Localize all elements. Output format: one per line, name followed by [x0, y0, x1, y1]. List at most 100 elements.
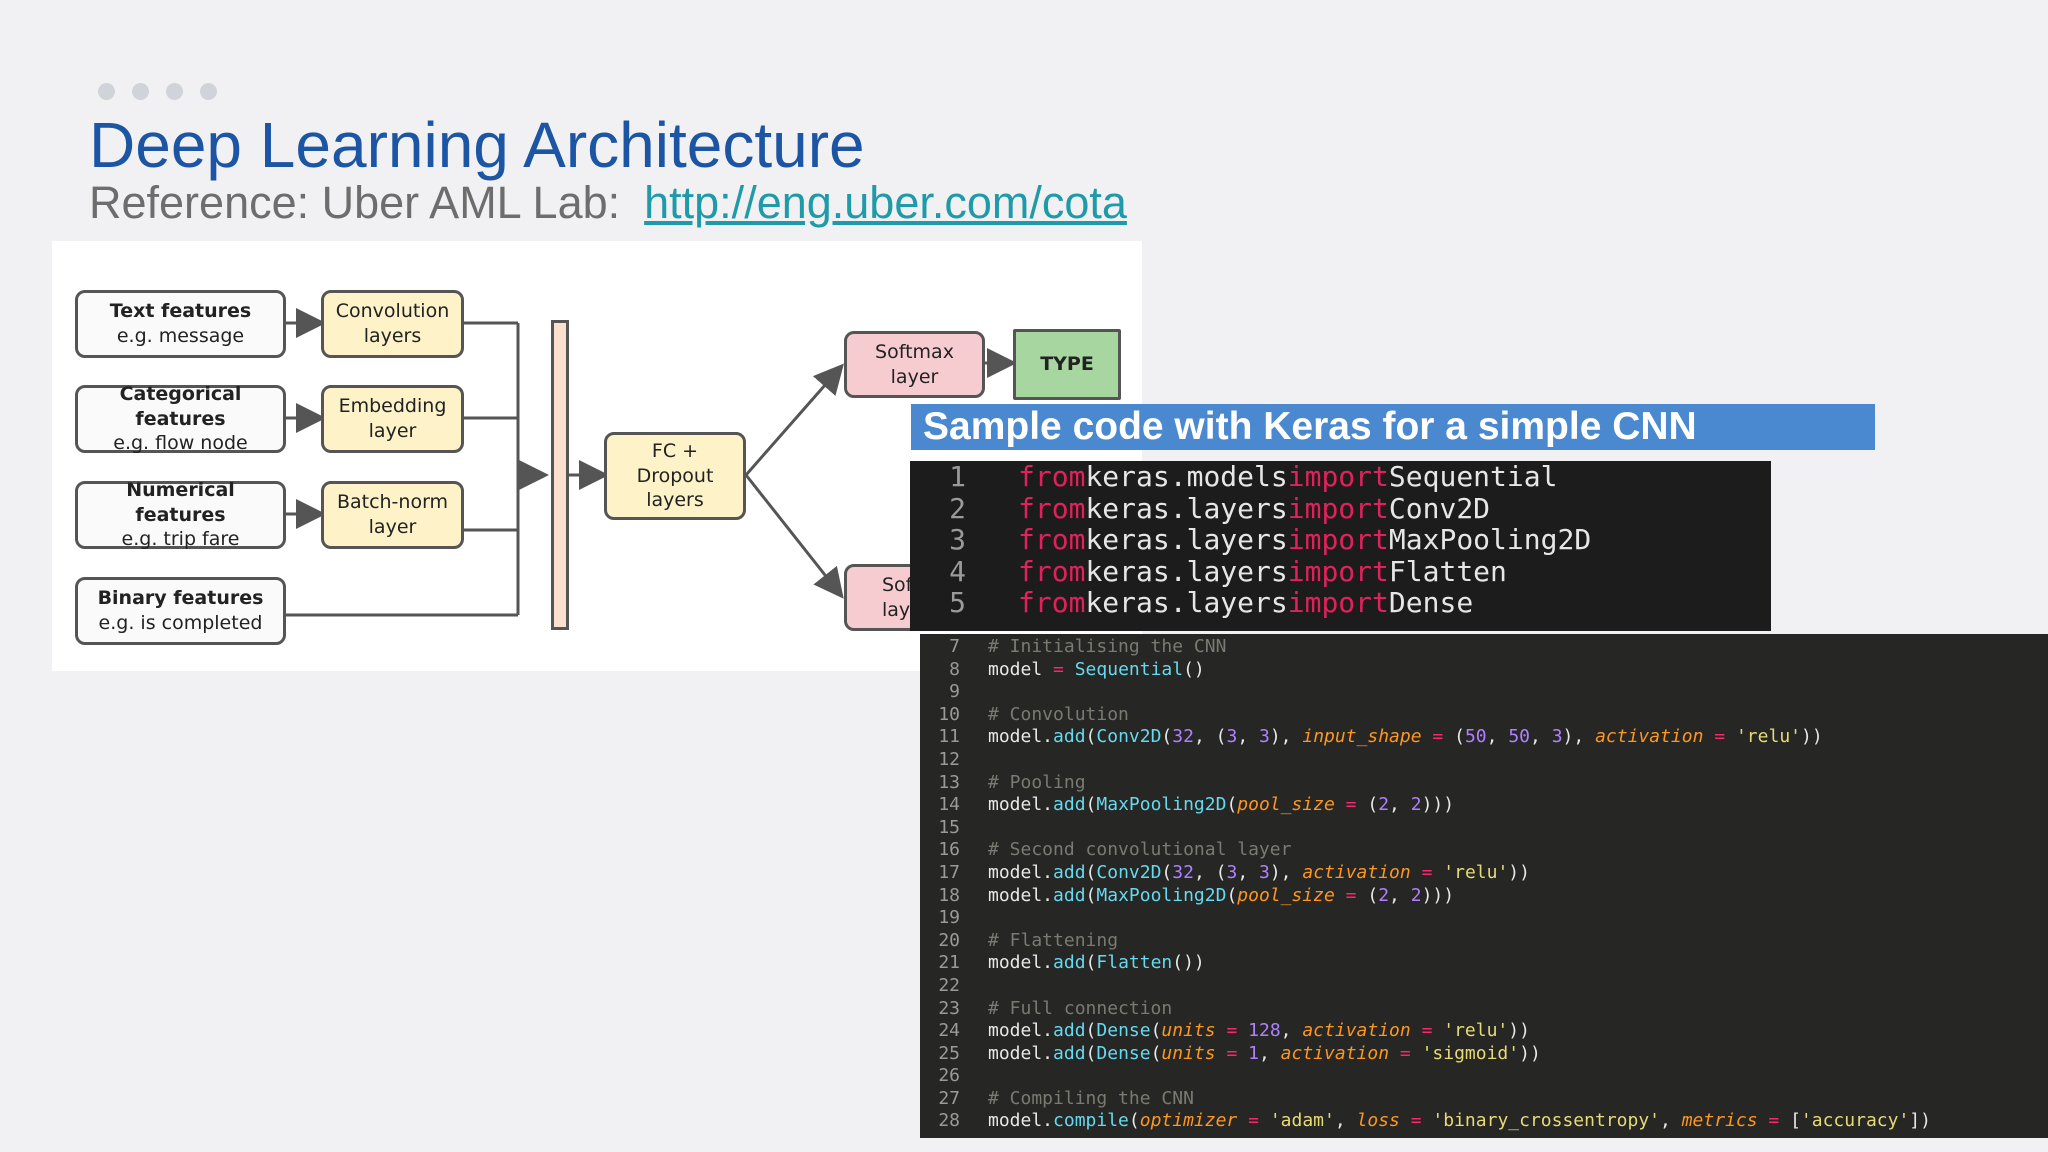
layer-line: FC + — [651, 439, 699, 462]
code-line: 10# Convolution — [920, 704, 2048, 727]
line-number: 22 — [938, 974, 960, 996]
feature-title: Numerical features — [126, 478, 235, 526]
line-number: 8 — [949, 658, 960, 680]
code-line: 25 model.add(Dense(units = 1, activation … — [920, 1043, 2048, 1066]
text-features-box: Text features e.g. message — [75, 290, 286, 358]
layer-line: layers — [646, 489, 704, 512]
code-text: model.compile(optimizer = 'adam', loss =… — [988, 1110, 1931, 1132]
code-line: 16 # Second convolutional layer — [920, 839, 2048, 862]
line-number: 13 — [938, 771, 960, 793]
layer-line: layer — [368, 516, 417, 538]
feature-example: e.g. flow node — [113, 432, 248, 455]
line-number: 28 — [938, 1110, 960, 1132]
line-number: 11 — [938, 726, 960, 748]
code-text: # Flattening — [988, 929, 1119, 951]
subtitle-prefix: Reference: Uber AML Lab: — [89, 177, 621, 228]
line-number: 15 — [938, 816, 960, 838]
feature-title: Categorical features — [119, 382, 242, 430]
fc-dropout-box: FC + Dropout layers — [604, 432, 746, 520]
layer-line: layers — [363, 325, 422, 347]
batchnorm-layer-box: Batch-norm layer — [321, 481, 464, 549]
feature-example: e.g. trip fare — [121, 528, 240, 551]
line-number: 3 — [949, 523, 966, 556]
line-number: 5 — [949, 586, 966, 619]
code-text: # Second convolutional layer — [988, 839, 1292, 861]
line-number: 24 — [938, 1020, 960, 1042]
keyword: from — [1018, 554, 1086, 588]
layer-line: lay — [882, 598, 911, 621]
code-text: # Compiling the CNN — [988, 1087, 1194, 1109]
code-line: 9 — [920, 681, 2048, 704]
line-number: 16 — [938, 839, 960, 861]
imported-name: Flatten — [1388, 554, 1507, 588]
keyword: import — [1287, 554, 1389, 588]
slide-subtitle: Reference: Uber AML Lab: http://eng.uber.… — [89, 177, 1127, 229]
softmax-layer-box: Softmax layer — [844, 331, 985, 398]
imported-name: MaxPooling2D — [1388, 523, 1592, 556]
code-text: model.add(Conv2D(32, (3, 3), input_shape… — [988, 726, 1823, 748]
feature-title: Text features — [109, 300, 252, 323]
line-number: 1 — [949, 461, 966, 493]
code-text: model.add(Dense(units = 1, activation = … — [988, 1042, 1541, 1064]
code-line: 24 model.add(Dense(units = 128, activatio… — [920, 1020, 2048, 1043]
layer-line: Dropout — [636, 464, 714, 487]
reference-link[interactable]: http://eng.uber.com/cota — [644, 177, 1127, 228]
code-text: model.add(MaxPooling2D(pool_size = (2, 2… — [988, 794, 1455, 816]
line-number: 10 — [938, 703, 960, 725]
concat-bar — [551, 320, 569, 630]
line-number: 4 — [949, 554, 966, 588]
layer-line: layer — [368, 420, 417, 442]
layer-line: Softmax — [875, 340, 954, 363]
line-number: 25 — [938, 1042, 960, 1064]
code-line: 11 model.add(Conv2D(32, (3, 3), input_sha… — [920, 726, 2048, 749]
code-text: model.add(MaxPooling2D(pool_size = (2, 2… — [988, 884, 1455, 906]
line-number: 12 — [938, 748, 960, 770]
line-number: 19 — [938, 907, 960, 929]
keyword: import — [1287, 491, 1389, 525]
code-text: model = Sequential() — [988, 658, 1205, 680]
imported-name: Dense — [1388, 586, 1474, 619]
keyword: import — [1287, 586, 1389, 619]
layer-line: Batch-norm — [336, 491, 449, 514]
module-name: keras.layers — [1085, 554, 1288, 588]
code-line: 14 model.add(MaxPooling2D(pool_size = (2,… — [920, 794, 2048, 817]
code-text: model.add(Dense(units = 128, activation … — [988, 1020, 1530, 1042]
feature-example: e.g. is completed — [98, 612, 263, 634]
feature-example: e.g. message — [116, 325, 245, 347]
layer-line: Convolution — [335, 300, 450, 323]
line-number: 21 — [938, 952, 960, 974]
code-line: 8 model = Sequential() — [920, 659, 2048, 682]
code-line: 19 — [920, 907, 2048, 930]
code-line: 12 — [920, 749, 2048, 772]
line-number: 9 — [949, 681, 960, 703]
embedding-layer-box: Embedding layer — [321, 385, 464, 453]
code-line: 22 — [920, 975, 2048, 998]
line-number: 14 — [938, 794, 960, 816]
keyword: import — [1287, 461, 1389, 493]
layer-line: Embedding — [338, 395, 447, 418]
code-text: model.add(Conv2D(32, (3, 3), activation … — [988, 861, 1530, 883]
line-number: 2 — [949, 491, 966, 525]
code-line: 7# Initialising the CNN — [920, 636, 2048, 659]
keyword: import — [1287, 523, 1389, 556]
code-line: 13# Pooling — [920, 772, 2048, 795]
architecture-diagram: Text features e.g. message Categorical f… — [52, 241, 1142, 671]
module-name: keras.layers — [1085, 523, 1288, 556]
code-line: 4 from keras.layers import Flatten — [910, 554, 1771, 588]
nav-dot — [200, 83, 217, 100]
code-line: 26 — [920, 1065, 2048, 1088]
code-text: model.add(Flatten()) — [988, 952, 1205, 974]
binary-features-box: Binary features e.g. is completed — [75, 577, 286, 645]
code-header: Sample code with Keras for a simple CNN — [911, 404, 1875, 450]
line-number: 27 — [938, 1087, 960, 1109]
line-number: 20 — [938, 929, 960, 951]
diagram-connectors — [286, 308, 1017, 617]
numerical-features-box: Numerical features e.g. trip fare — [75, 478, 286, 551]
